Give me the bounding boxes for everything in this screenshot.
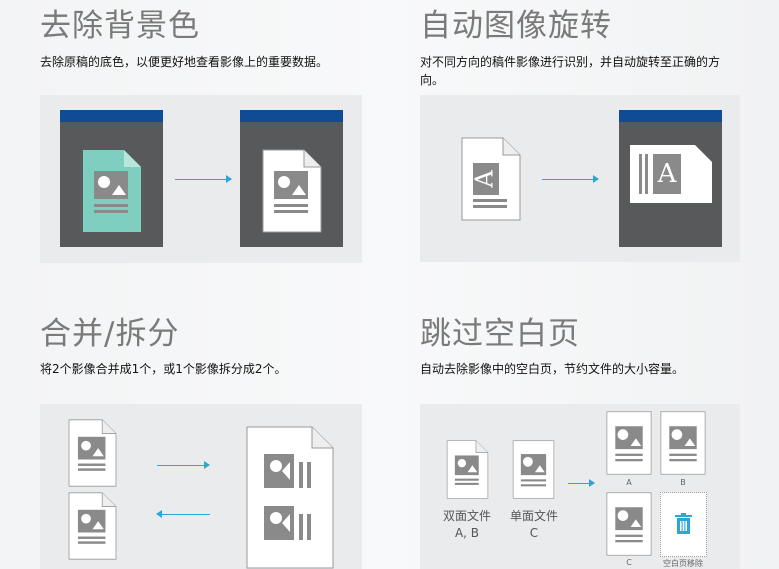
output-label-a: A <box>626 478 632 487</box>
section-title-remove-background: 去除背景色 <box>40 8 200 44</box>
output-label-c: C <box>626 558 632 567</box>
duplex-pages: A, B <box>454 526 480 540</box>
output-page-c <box>606 492 652 556</box>
rotated-document-icon: A <box>461 137 521 221</box>
section-desc-merge-split: 将2个影像合并成1个，或1个影像拆分成2个。 <box>40 362 287 376</box>
section-title-auto-rotate: 自动图像旋转 <box>420 8 612 44</box>
scanner-screen-rotated: A <box>619 110 722 247</box>
arrow-right-icon <box>175 175 232 183</box>
section-title-merge-split: 合并/拆分 <box>40 316 180 352</box>
document-icon <box>68 492 117 560</box>
output-page-b <box>660 411 706 475</box>
removed-blank-page <box>660 492 707 557</box>
removed-label: 空白页移除 <box>663 559 703 568</box>
document-icon <box>262 149 322 233</box>
trash-icon <box>675 513 692 534</box>
scanner-screen-before <box>60 110 163 247</box>
svg-text:A: A <box>657 159 678 189</box>
duplex-label: 双面文件 <box>442 509 491 523</box>
landscape-document-icon: A <box>630 145 712 203</box>
output-page-a <box>606 411 652 475</box>
section-desc-skip-blank: 自动去除影像中的空白页，节约文件的大小容量。 <box>420 362 685 376</box>
arrow-right-icon <box>542 175 599 183</box>
document-icon <box>68 419 117 487</box>
section-desc-auto-rotate: 对不同方向的稿件影像进行识别，并自动旋转至正确的方向。 <box>420 55 721 87</box>
simplex-label: 单面文件 <box>509 509 558 523</box>
panel-auto-rotate: A A <box>420 95 740 262</box>
arrow-left-icon <box>156 510 210 518</box>
arrow-right-icon <box>568 479 595 487</box>
scanner-screen-after <box>240 110 343 247</box>
section-title-skip-blank: 跳过空白页 <box>420 316 580 352</box>
simplex-pages: C <box>529 526 539 540</box>
arrow-right-icon <box>157 461 210 469</box>
merged-document-icon <box>246 426 334 569</box>
document-teal-icon <box>83 150 141 232</box>
section-desc-remove-background: 去除原稿的底色，以便更好地查看影像上的重要数据。 <box>40 55 329 69</box>
output-label-b: B <box>680 478 686 487</box>
panel-remove-background <box>40 95 362 263</box>
panel-merge-split <box>40 404 362 569</box>
simplex-document-icon <box>512 440 555 499</box>
panel-skip-blank: 双面文件 A, B 单面文件 C A B C 空白页移除 <box>420 404 740 569</box>
duplex-document-icon <box>446 440 489 499</box>
svg-text:A: A <box>471 170 499 189</box>
